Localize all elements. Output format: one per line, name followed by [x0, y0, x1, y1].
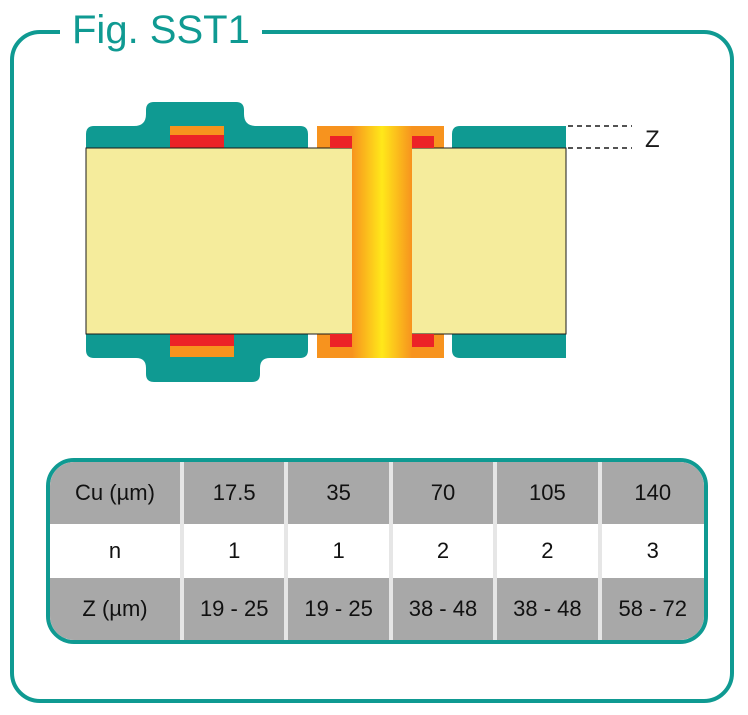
bottom-soldermask-left — [86, 334, 308, 382]
table-cell: 105 — [493, 462, 600, 524]
table-cell: 17.5 — [179, 462, 287, 524]
z-dimension-label: Z — [645, 126, 660, 153]
row-label-copper: Cu (µm) — [50, 462, 182, 524]
table-cell: 19 - 25 — [179, 578, 287, 640]
table-cell: 38 - 48 — [493, 578, 600, 640]
table-cell: 58 - 72 — [597, 578, 704, 640]
top-soldermask-left — [86, 102, 308, 148]
top-pad-copper — [170, 135, 224, 148]
row-label-n: n — [50, 524, 182, 578]
table-cell: 70 — [388, 462, 496, 524]
table-cell: 35 — [284, 462, 391, 524]
table-cell: 1 — [179, 524, 287, 578]
figure-frame — [10, 30, 734, 703]
table-cell: 38 - 48 — [388, 578, 496, 640]
table-row-z: Z (µm) 19 - 25 19 - 25 38 - 48 38 - 48 5… — [50, 578, 704, 640]
bottom-pad-plating — [170, 346, 234, 357]
via-annular-bottom-right — [412, 334, 434, 347]
table-cell: 2 — [388, 524, 496, 578]
bottom-soldermask-right — [452, 334, 566, 358]
top-pad-plating — [170, 126, 224, 135]
figure-title: Fig. SST1 — [60, 4, 262, 56]
table-row-n: n 1 1 2 2 3 — [50, 524, 704, 578]
row-label-z: Z (µm) — [50, 578, 182, 640]
via-annular-bottom-left — [330, 334, 352, 347]
table-cell: 2 — [493, 524, 600, 578]
spec-table: Cu (µm) 17.5 35 70 105 140 n 1 1 2 2 3 Z… — [46, 458, 708, 644]
table-cell: 1 — [284, 524, 391, 578]
via-annular-top-left — [330, 136, 352, 148]
laminate-core — [85, 147, 567, 335]
table-cell: 3 — [597, 524, 704, 578]
table-cell: 140 — [597, 462, 704, 524]
table-cell: 19 - 25 — [284, 578, 391, 640]
table-row-copper-thickness: Cu (µm) 17.5 35 70 105 140 — [50, 462, 704, 524]
top-soldermask-right — [452, 126, 566, 148]
bottom-pad-copper — [170, 334, 234, 346]
via-barrel — [352, 126, 412, 358]
via-annular-top-right — [412, 136, 434, 148]
